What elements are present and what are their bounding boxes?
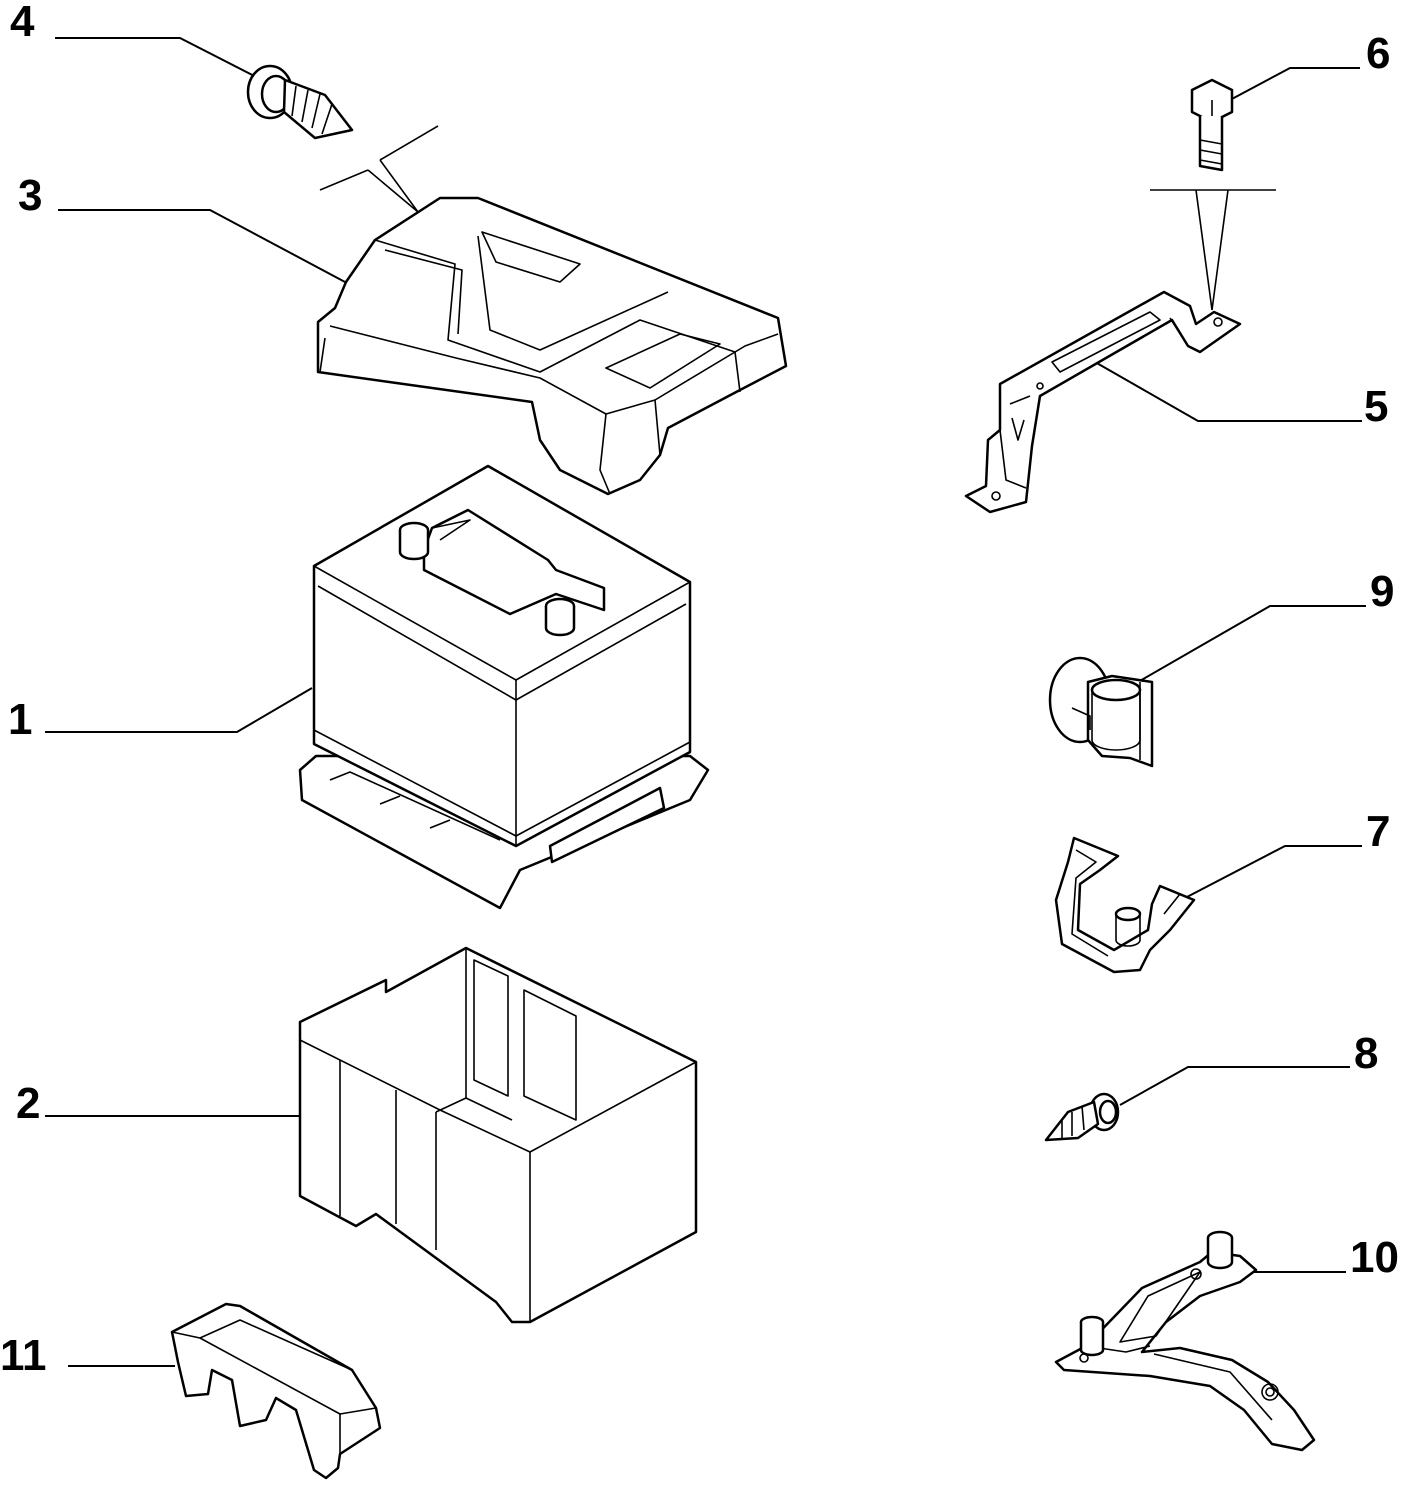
callout-label-5: 5 — [1364, 382, 1388, 431]
callout-label-10: 10 — [1350, 1233, 1399, 1282]
callout-label-1: 1 — [8, 695, 32, 744]
callout-label-2: 2 — [16, 1079, 40, 1128]
callout-label-7: 7 — [1366, 807, 1390, 856]
cable-clip — [1048, 656, 1154, 768]
callout-label-4: 4 — [10, 0, 35, 46]
leader-line-5 — [1094, 361, 1362, 422]
leader-line-8 — [1119, 1066, 1350, 1106]
leader-line-6 — [1229, 67, 1360, 101]
leader-line-9 — [1137, 605, 1366, 683]
assembly-direction-marker — [319, 125, 439, 213]
leader-line-7 — [1184, 845, 1362, 899]
mounting-plate — [1054, 1230, 1316, 1452]
callout-label-9: 9 — [1370, 567, 1394, 616]
callout-label-3: 3 — [18, 171, 42, 220]
screw-icon — [1044, 1092, 1120, 1142]
callout-label-6: 6 — [1366, 29, 1390, 78]
leader-line-3 — [58, 209, 346, 283]
screw-icon — [246, 64, 354, 140]
battery-tray — [298, 946, 698, 1324]
callout-label-8: 8 — [1354, 1029, 1378, 1078]
leader-line-4 — [55, 37, 263, 81]
hold-down-bracket — [964, 290, 1242, 514]
terminal-cover — [170, 1302, 382, 1480]
leader-lines — [45, 37, 1366, 1367]
callout-label-11: 11 — [0, 1331, 47, 1380]
battery — [298, 464, 710, 910]
battery-cover — [316, 196, 788, 496]
leader-line-1 — [45, 687, 313, 733]
cable-clamp-bracket — [1054, 836, 1196, 974]
assembly-direction-marker — [1150, 189, 1276, 311]
bolt-icon — [1190, 78, 1234, 172]
